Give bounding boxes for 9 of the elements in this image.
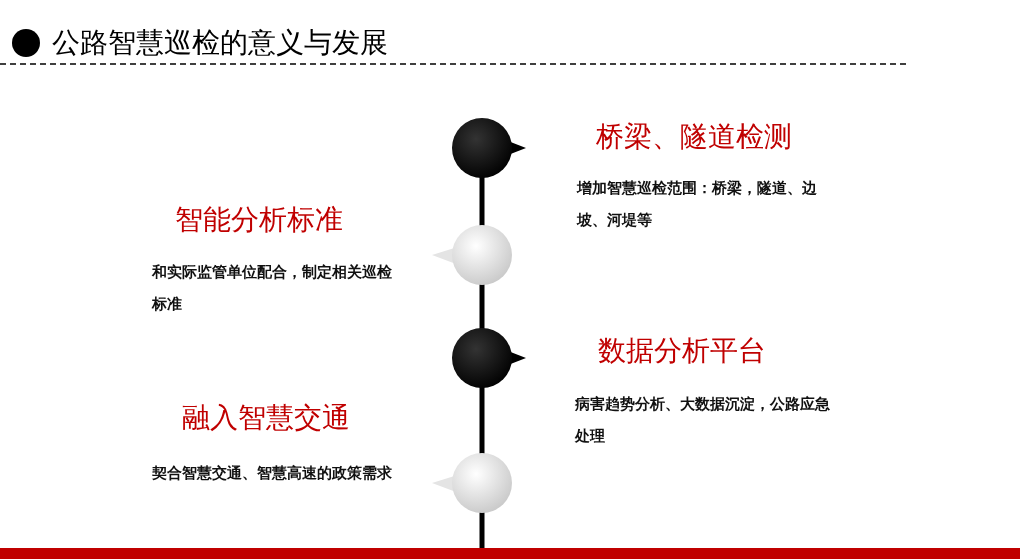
slide-title: 公路智慧巡检的意义与发展 — [52, 25, 388, 61]
item-description: 病害趋势分析、大数据沉淀，公路应急处理 — [575, 394, 831, 447]
item-heading: 智能分析标准 — [175, 202, 343, 238]
item-description: 契合智慧交通、智慧高速的政策需求 — [152, 463, 392, 484]
item-heading: 融入智慧交通 — [182, 400, 350, 436]
item-heading: 数据分析平台 — [598, 333, 766, 369]
item-heading: 桥梁、隧道检测 — [596, 119, 792, 155]
item-description: 增加智慧巡检范围：桥梁，隧道、边坡、河堤等 — [577, 178, 818, 231]
item-description: 和实际监管单位配合，制定相关巡检标准 — [152, 262, 392, 315]
